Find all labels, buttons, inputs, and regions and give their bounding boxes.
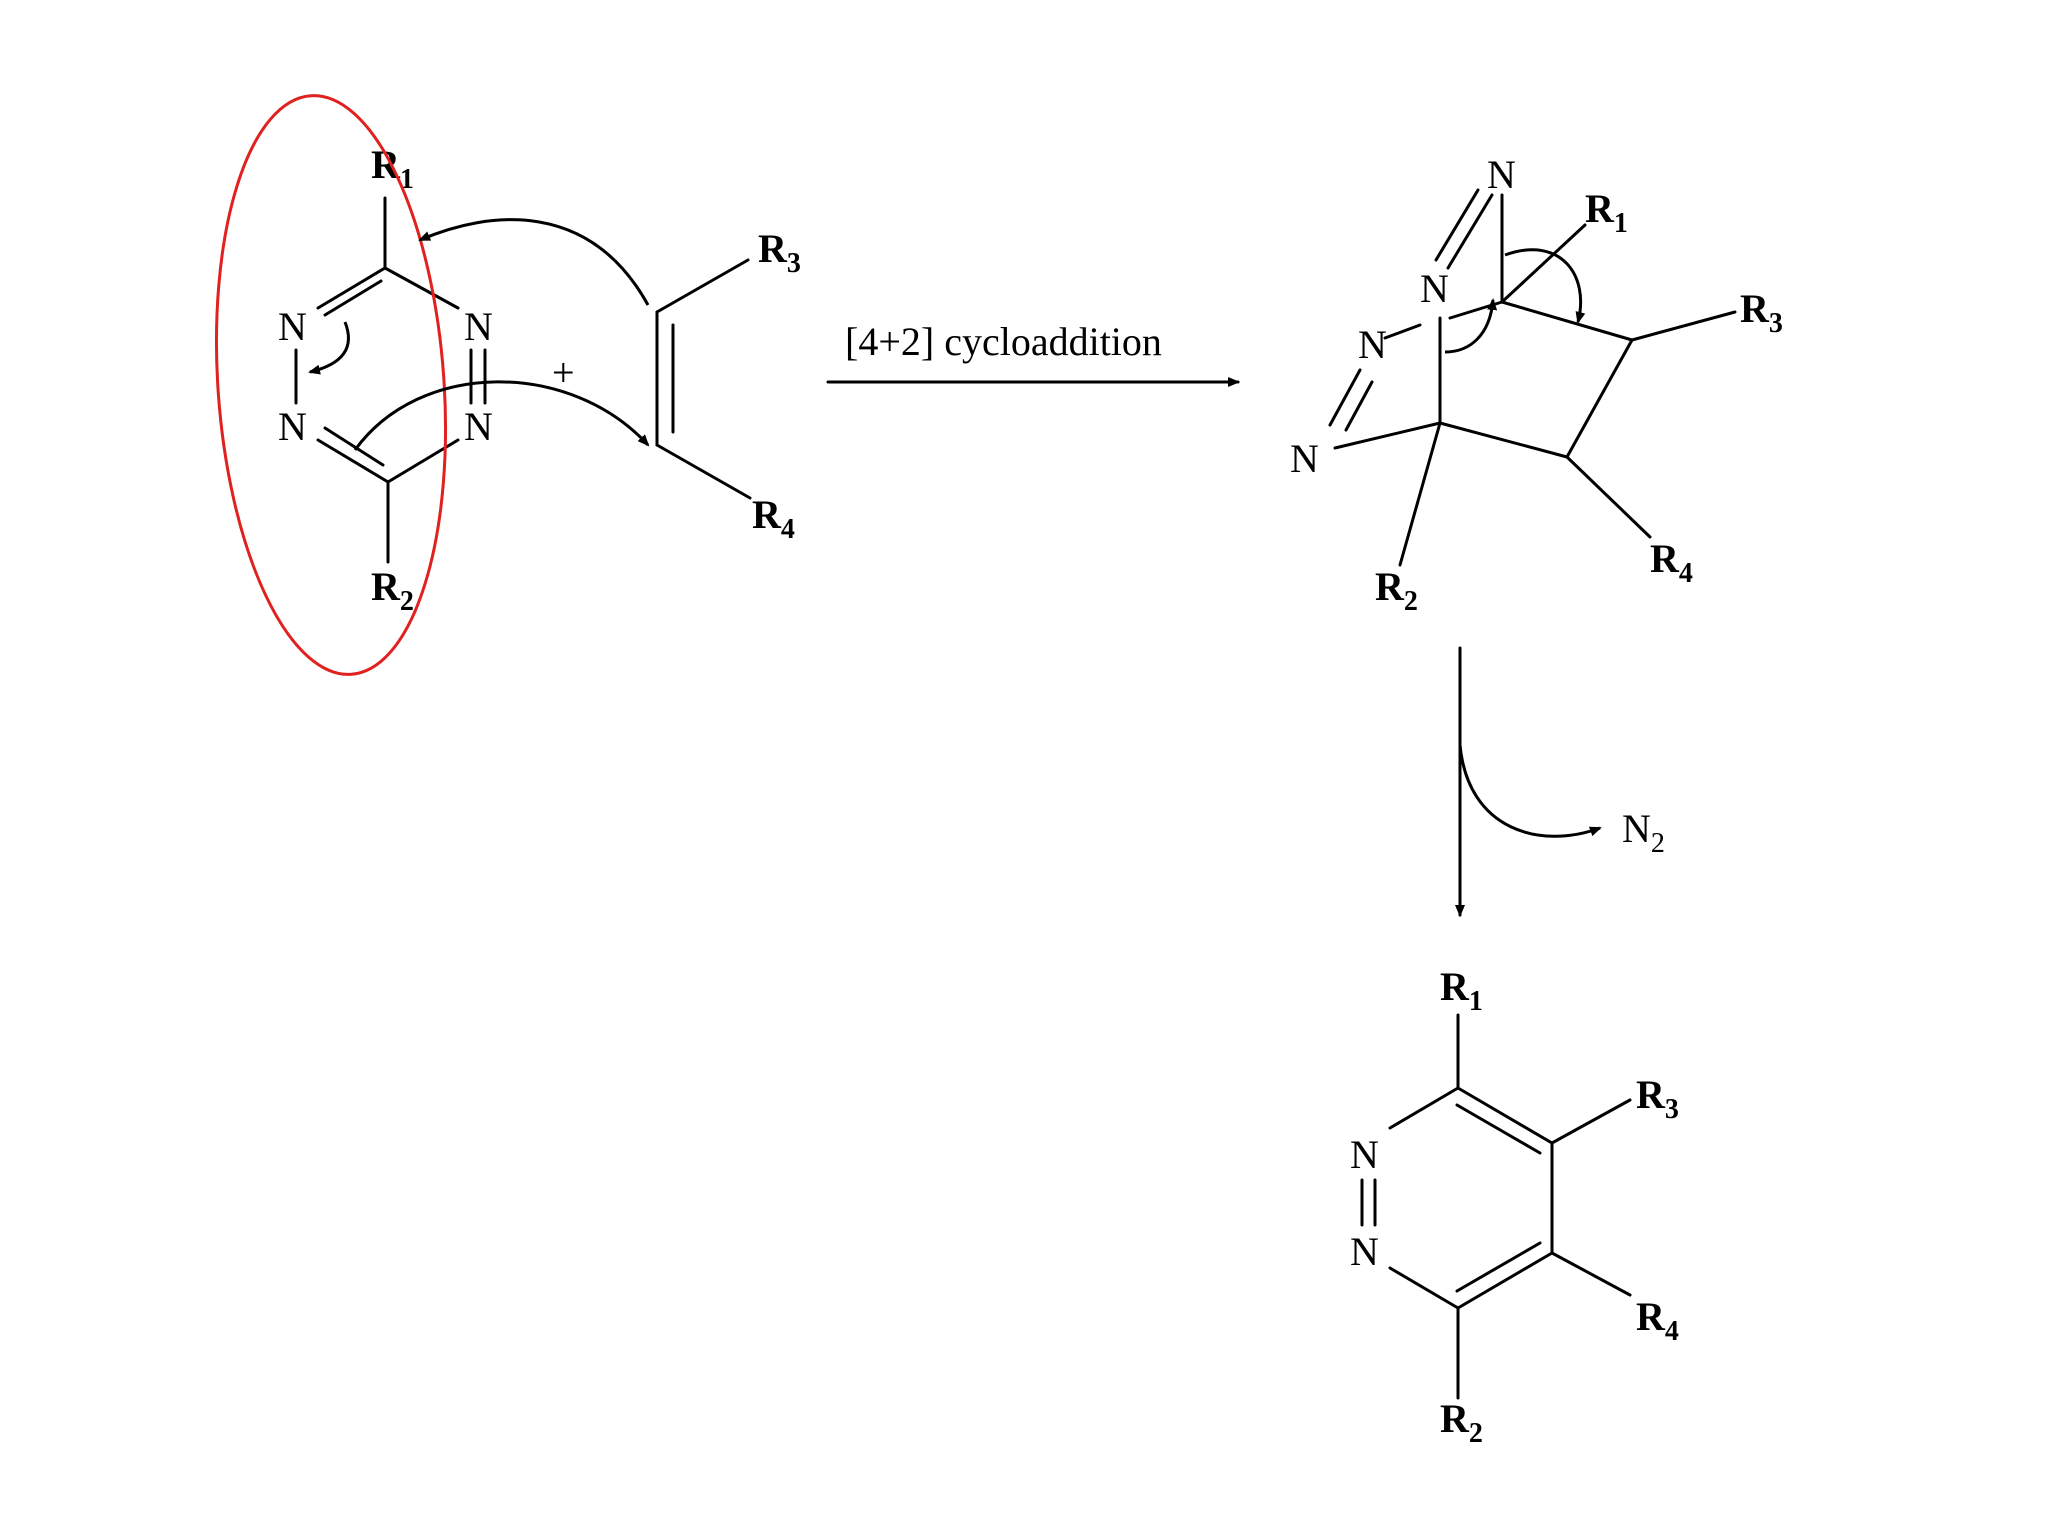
label-p-r1: R1 [1440,964,1483,1017]
bond-c2-n-right [386,438,460,484]
arrow-label: [4+2] cycloaddition [845,319,1162,364]
bond-n3-n4-double [1344,380,1374,432]
label-r4: R4 [752,492,795,545]
bond-n-top-n2-double [1434,188,1480,262]
bond-n-left-c2-double [323,426,385,467]
bond-bridgehead-r1 [1500,223,1587,304]
bond-c3-r3 [1630,310,1737,342]
curly-arrow-inner [308,321,350,375]
curly-arrow-int-left [1444,298,1498,354]
bond-p-c6-n1 [1388,1266,1460,1310]
atom-n-top: N [1487,152,1516,197]
bond-c4-r4 [1565,455,1652,539]
pyridazine-product: N N R1 R3 R4 R2 [1350,964,1679,1449]
bond-n4-bridgehead-bottom [1333,421,1442,450]
label-p-r2: R2 [1440,1396,1483,1449]
label-r2: R2 [371,564,414,617]
atom-n-middle: N [1358,322,1387,367]
elimination-arrow: N2 [1455,646,1665,917]
atom-n-upper-left: N [278,304,307,349]
bond-n-top-n2 [1446,193,1494,270]
label-p-r3: R3 [1636,1072,1679,1125]
bond-p-c5-c6-double [1455,1241,1542,1293]
atom-n-lower-left: N [278,404,307,449]
bond-p-c5-r4 [1550,1251,1632,1297]
bond-c1-n-left [316,266,387,310]
label-int-r1: R1 [1585,186,1628,239]
label-r3: R3 [758,226,801,279]
atom-n-lower-right: N [464,404,493,449]
highlight-ellipse [214,94,448,676]
bond-p-c4-r3 [1550,1098,1632,1145]
curly-arrow-int-right [1504,248,1586,324]
label-p-r4: R4 [1636,1294,1679,1347]
label-int-r2: R2 [1375,564,1418,617]
bond-n-right-c1 [383,266,460,310]
atom-n-bridge: N [1420,266,1449,311]
bond-c4-bridgehead-bottom [1438,421,1569,459]
bicyclic-intermediate: N N N N R1 R3 R2 R4 [1290,152,1783,617]
bond-alkene-r4 [655,443,752,500]
curly-arrow-alkene-to-c1 [418,218,650,306]
bond-bridgehead-top-c3 [1500,300,1634,342]
bond-n2-bridgehead [1448,300,1504,320]
tetrazine-reactant: N N N N R1 R2 [278,142,493,617]
bond-p-c3-c4-double [1455,1103,1542,1155]
atom-p-n-lower: N [1350,1229,1379,1274]
label-int-r4: R4 [1650,536,1693,589]
bond-p-c3-c4 [1456,1086,1554,1145]
label-int-r3: R3 [1740,286,1783,339]
bond-c1-n-left-double [323,279,383,317]
bond-n3-n4 [1328,368,1362,427]
dienophile: R3 R4 [655,226,801,545]
bond-n3-n2 [1383,323,1422,340]
bond-alkene-r3 [655,258,750,314]
bond-p-n2-c3 [1388,1086,1460,1130]
bond-c3-c4 [1565,338,1634,459]
curly-arrow-n2-release [1458,744,1602,838]
bond-p-c5-c6 [1456,1251,1554,1310]
reaction-arrow: [4+2] cycloaddition [826,319,1240,387]
label-n2: N2 [1622,806,1665,859]
atom-n-bottom: N [1290,436,1319,481]
plus-sign: + [552,350,575,395]
bond-n-left-c2 [316,438,390,484]
bond-bridgehead-r2 [1398,421,1442,567]
atom-p-n-upper: N [1350,1132,1379,1177]
atom-n-upper-right: N [464,304,493,349]
curly-arrow-c2-to-alkene [353,380,650,451]
